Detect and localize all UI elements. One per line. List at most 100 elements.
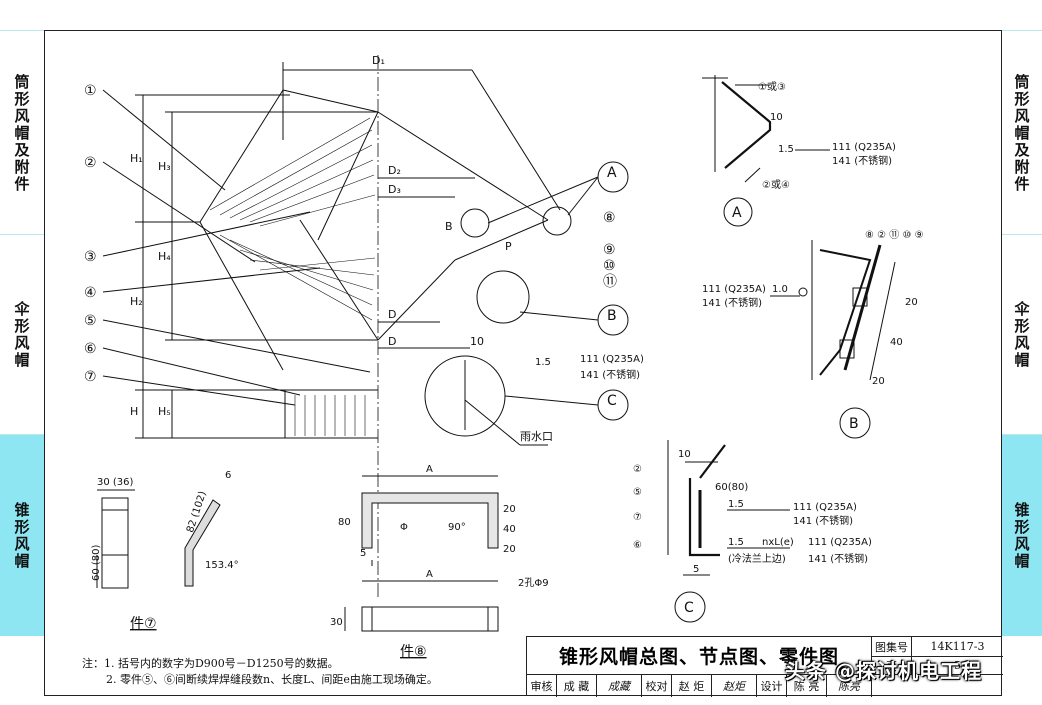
callout-8: ⑧ xyxy=(603,210,616,226)
dim-h4: H₄ xyxy=(158,250,171,263)
review-signature: 成藏 xyxy=(597,675,642,697)
part8-hole: 2孔Φ9 xyxy=(518,577,549,589)
callout-2: ② xyxy=(84,155,97,171)
design-label: 设计 xyxy=(757,675,787,697)
design-signature: 陈亮 xyxy=(827,675,872,697)
tab-cone-cap[interactable]: 锥形风帽 xyxy=(0,434,44,636)
tab-umbrella-cap[interactable]: 伞形风帽 xyxy=(0,234,44,435)
note-1: 注：1. 括号内的数字为D900号－D1250号的数据。 xyxy=(82,657,339,670)
page-label: 页 xyxy=(872,657,912,675)
part8-dim-a2: A xyxy=(426,569,433,580)
tab-umbrella-cap-right[interactable]: 伞形风帽 xyxy=(1002,234,1042,435)
detail-c-weld-2: 1.5 xyxy=(728,537,744,548)
callout-9: ⑨ xyxy=(603,242,616,258)
detail-a-part-2-4: ②或④ xyxy=(762,179,790,191)
dim-d2: D₂ xyxy=(388,164,401,177)
detail-a-material-1: 111 (Q235A) xyxy=(832,142,896,153)
watermark: 头条 @探讨机电工程 xyxy=(785,659,982,683)
drawing-title: 锥形风帽总图、节点图、零件图 xyxy=(527,637,872,675)
part7-angle: 153.4° xyxy=(205,560,239,571)
dim-d: D xyxy=(388,308,396,321)
detail-a-weld: 1.5 xyxy=(778,144,794,155)
callout-7: ⑦ xyxy=(84,369,97,385)
detail-b-parts: ⑧ ② ⑪ ⑩ ⑨ xyxy=(865,229,924,241)
atlas-no-value: 14K117-3 xyxy=(912,637,1003,657)
detail-b-material-2: 141 (不锈钢) xyxy=(702,296,762,309)
callout-6: ⑥ xyxy=(84,341,97,357)
detail-a-label: A xyxy=(732,205,742,221)
detail-a-material-2: 141 (不锈钢) xyxy=(832,154,892,167)
detail-b-dim-20a: 20 xyxy=(905,297,918,308)
part8-title: 件⑧ xyxy=(400,644,427,660)
notes-block: 注：1. 括号内的数字为D900号－D1250号的数据。 2. 零件⑤、⑥间断续… xyxy=(82,656,438,688)
part8-five: 5 xyxy=(360,548,366,559)
detail-c-material-4: 141 (不锈钢) xyxy=(808,552,868,565)
weld-symbol-1: 1.5 xyxy=(535,357,551,368)
detail-c-material-3: 111 (Q235A) xyxy=(808,537,872,548)
drawing-sheet xyxy=(44,30,1002,696)
left-tab-strip: 筒形风帽及附件 伞形风帽 锥形风帽 xyxy=(0,30,44,636)
callout-4: ④ xyxy=(84,285,97,301)
callout-11: ⑪ xyxy=(603,274,617,290)
callout-a: A xyxy=(607,165,617,181)
detail-b-material-1: 111 (Q235A) xyxy=(702,284,766,295)
dim-h: H xyxy=(130,405,138,418)
callout-b: B xyxy=(607,308,617,324)
check-label: 校对 xyxy=(642,675,672,697)
detail-a-ten: 10 xyxy=(770,112,783,123)
detail-c-sixty: 60(80) xyxy=(715,482,748,493)
tab-cone-cap-right[interactable]: 锥形风帽 xyxy=(1002,434,1042,636)
part8-thirty: 30 xyxy=(330,617,343,628)
detail-c-weld-seg: nxL(e) xyxy=(762,537,794,548)
callout-c: C xyxy=(607,393,617,409)
right-tab-strip: 筒形风帽及附件 伞形风帽 锥形风帽 xyxy=(1002,30,1042,636)
part8-dim-20b: 20 xyxy=(503,544,516,555)
detail-c-part-6: ⑥ xyxy=(633,540,642,551)
detail-c-part-5: ⑤ xyxy=(633,487,642,498)
part8-dim-20a: 20 xyxy=(503,504,516,515)
detail-b-dim-20b: 20 xyxy=(872,376,885,387)
detail-c-part-7: ⑦ xyxy=(633,512,642,523)
detail-b-weld: 1.0 xyxy=(772,284,788,295)
review-name: 成 藏 xyxy=(557,675,597,697)
check-signature: 赵炬 xyxy=(712,675,757,697)
callout-1: ① xyxy=(84,83,97,99)
detail-c-material-1: 111 (Q235A) xyxy=(793,502,857,513)
part8-eighty: 80 xyxy=(338,517,351,528)
dim-h5: H₅ xyxy=(158,405,171,418)
detail-a-part-1-3: ①或③ xyxy=(758,81,786,93)
dim-h1: H₁ xyxy=(130,152,143,165)
part7-title: 件⑦ xyxy=(130,616,157,632)
dim-ten: 10 xyxy=(470,335,484,348)
detail-c-label: C xyxy=(684,600,694,616)
part8-dim-40: 40 xyxy=(503,524,516,535)
detail-b-label: B xyxy=(849,416,859,432)
detail-c-weld-1: 1.5 xyxy=(728,499,744,510)
detail-b-dim-40: 40 xyxy=(890,337,903,348)
part8-dim-a: A xyxy=(426,464,433,475)
detail-c-material-2: 141 (不锈钢) xyxy=(793,514,853,527)
tab-tubular-cap-right[interactable]: 筒形风帽及附件 xyxy=(1002,30,1042,235)
label-rain-outlet: 雨水口 xyxy=(520,430,553,443)
dim-b: B xyxy=(445,220,453,233)
atlas-no-label: 图集号 xyxy=(872,637,912,657)
review-label: 审核 xyxy=(527,675,557,697)
part8-ninety: 90° xyxy=(448,522,466,533)
tab-tubular-cap[interactable]: 筒形风帽及附件 xyxy=(0,30,44,235)
dim-h3: H₃ xyxy=(158,160,171,173)
design-name: 陈 亮 xyxy=(787,675,827,697)
dim-d3: D₃ xyxy=(388,183,401,196)
callout-3: ③ xyxy=(84,249,97,265)
part7-six: 6 xyxy=(225,470,231,481)
detail-c-flange-note: (冷法兰上边) xyxy=(728,552,786,565)
part7-width: 30 (36) xyxy=(97,477,134,488)
detail-c-five: 5 xyxy=(693,564,699,575)
part8-phi: Φ xyxy=(400,522,408,533)
dim-p: P xyxy=(505,240,512,253)
part7-height: 60 (80) xyxy=(91,544,102,581)
detail-c-part-2: ② xyxy=(633,464,642,475)
dim-d-bottom: D xyxy=(388,335,396,348)
title-block: 锥形风帽总图、节点图、零件图 图集号 14K117-3 页 5 审核 成 藏 成… xyxy=(526,636,1003,697)
note-2: 2. 零件⑤、⑥间断续焊焊缝段数n、长度L、间距e由施工现场确定。 xyxy=(106,673,438,686)
